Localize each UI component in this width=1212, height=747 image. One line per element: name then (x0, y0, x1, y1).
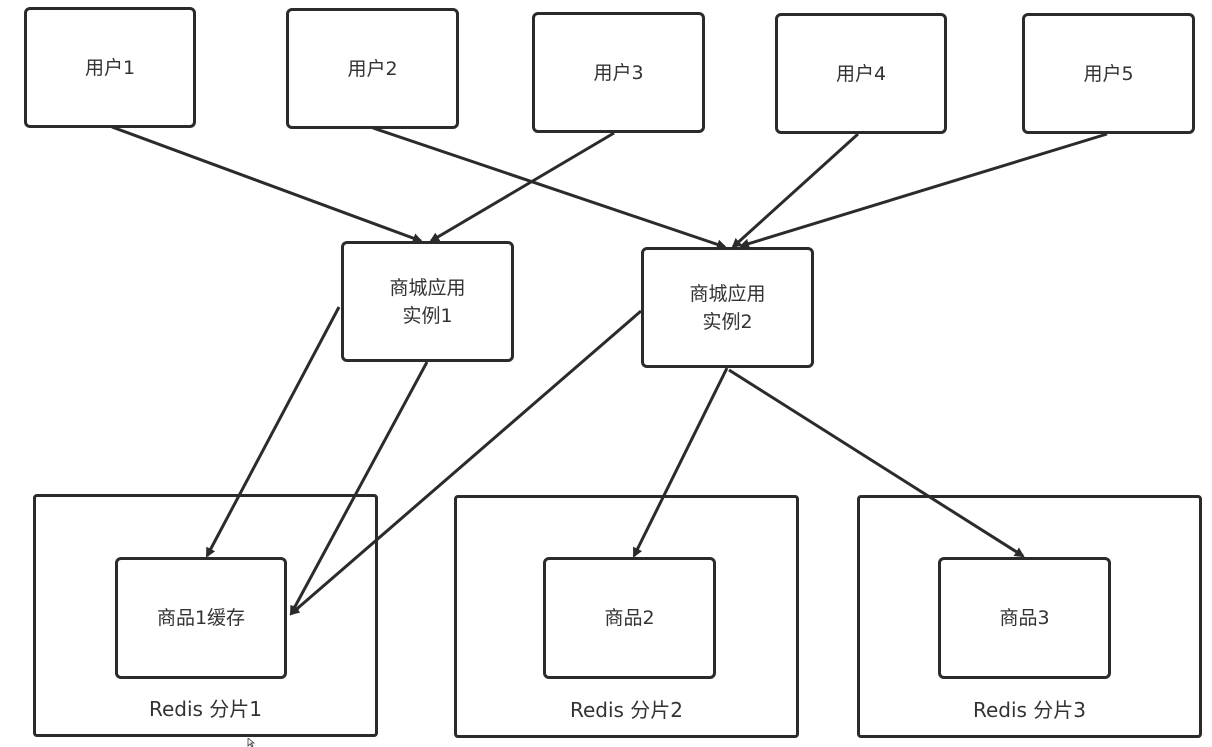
user-4-label: 用户4 (835, 62, 887, 85)
user-1-node[interactable]: 用户1 (24, 7, 196, 128)
user-5-label: 用户5 (1083, 62, 1134, 85)
shard-2-cache-node[interactable]: 商品2 (543, 557, 716, 679)
app-instance-2-node[interactable]: 商城应用 实例2 (641, 247, 814, 368)
redis-shard-3-label: Redis 分片3 (972, 698, 1087, 722)
edge-user-2-to-instance-2 (372, 126, 727, 250)
edge-user-1-to-instance-1 (111, 125, 423, 243)
user-4-node[interactable]: 用户4 (775, 13, 947, 134)
user-2-label: 用户2 (347, 57, 398, 80)
app-instance-1-label: 商城应用 实例1 (389, 276, 466, 327)
redis-shard-1-label: Redis 分片1 (148, 697, 263, 721)
app-instance-1-node[interactable]: 商城应用 实例1 (341, 241, 514, 362)
user-3-label: 用户3 (593, 61, 644, 84)
edge-user-3-to-instance-1 (429, 131, 615, 243)
app-instance-2-label: 商城应用 实例2 (689, 282, 766, 333)
shard-1-cache-node[interactable]: 商品1缓存 (115, 557, 287, 679)
user-1-label: 用户1 (84, 56, 136, 79)
mouse-cursor-icon (247, 738, 256, 747)
edge-user-5-to-instance-2 (739, 132, 1108, 249)
shard-3-cache-node[interactable]: 商品3 (938, 557, 1111, 679)
shard-3-cache-label: 商品3 (999, 607, 1050, 629)
shard-2-cache-label: 商品2 (604, 607, 655, 629)
shard-1-cache-label: 商品1缓存 (156, 607, 246, 629)
user-3-node[interactable]: 用户3 (532, 12, 705, 133)
redis-shard-2-label: Redis 分片2 (569, 698, 684, 722)
edge-user-4-to-instance-2 (731, 132, 860, 249)
user-5-node[interactable]: 用户5 (1022, 13, 1195, 134)
user-2-node[interactable]: 用户2 (286, 8, 459, 129)
